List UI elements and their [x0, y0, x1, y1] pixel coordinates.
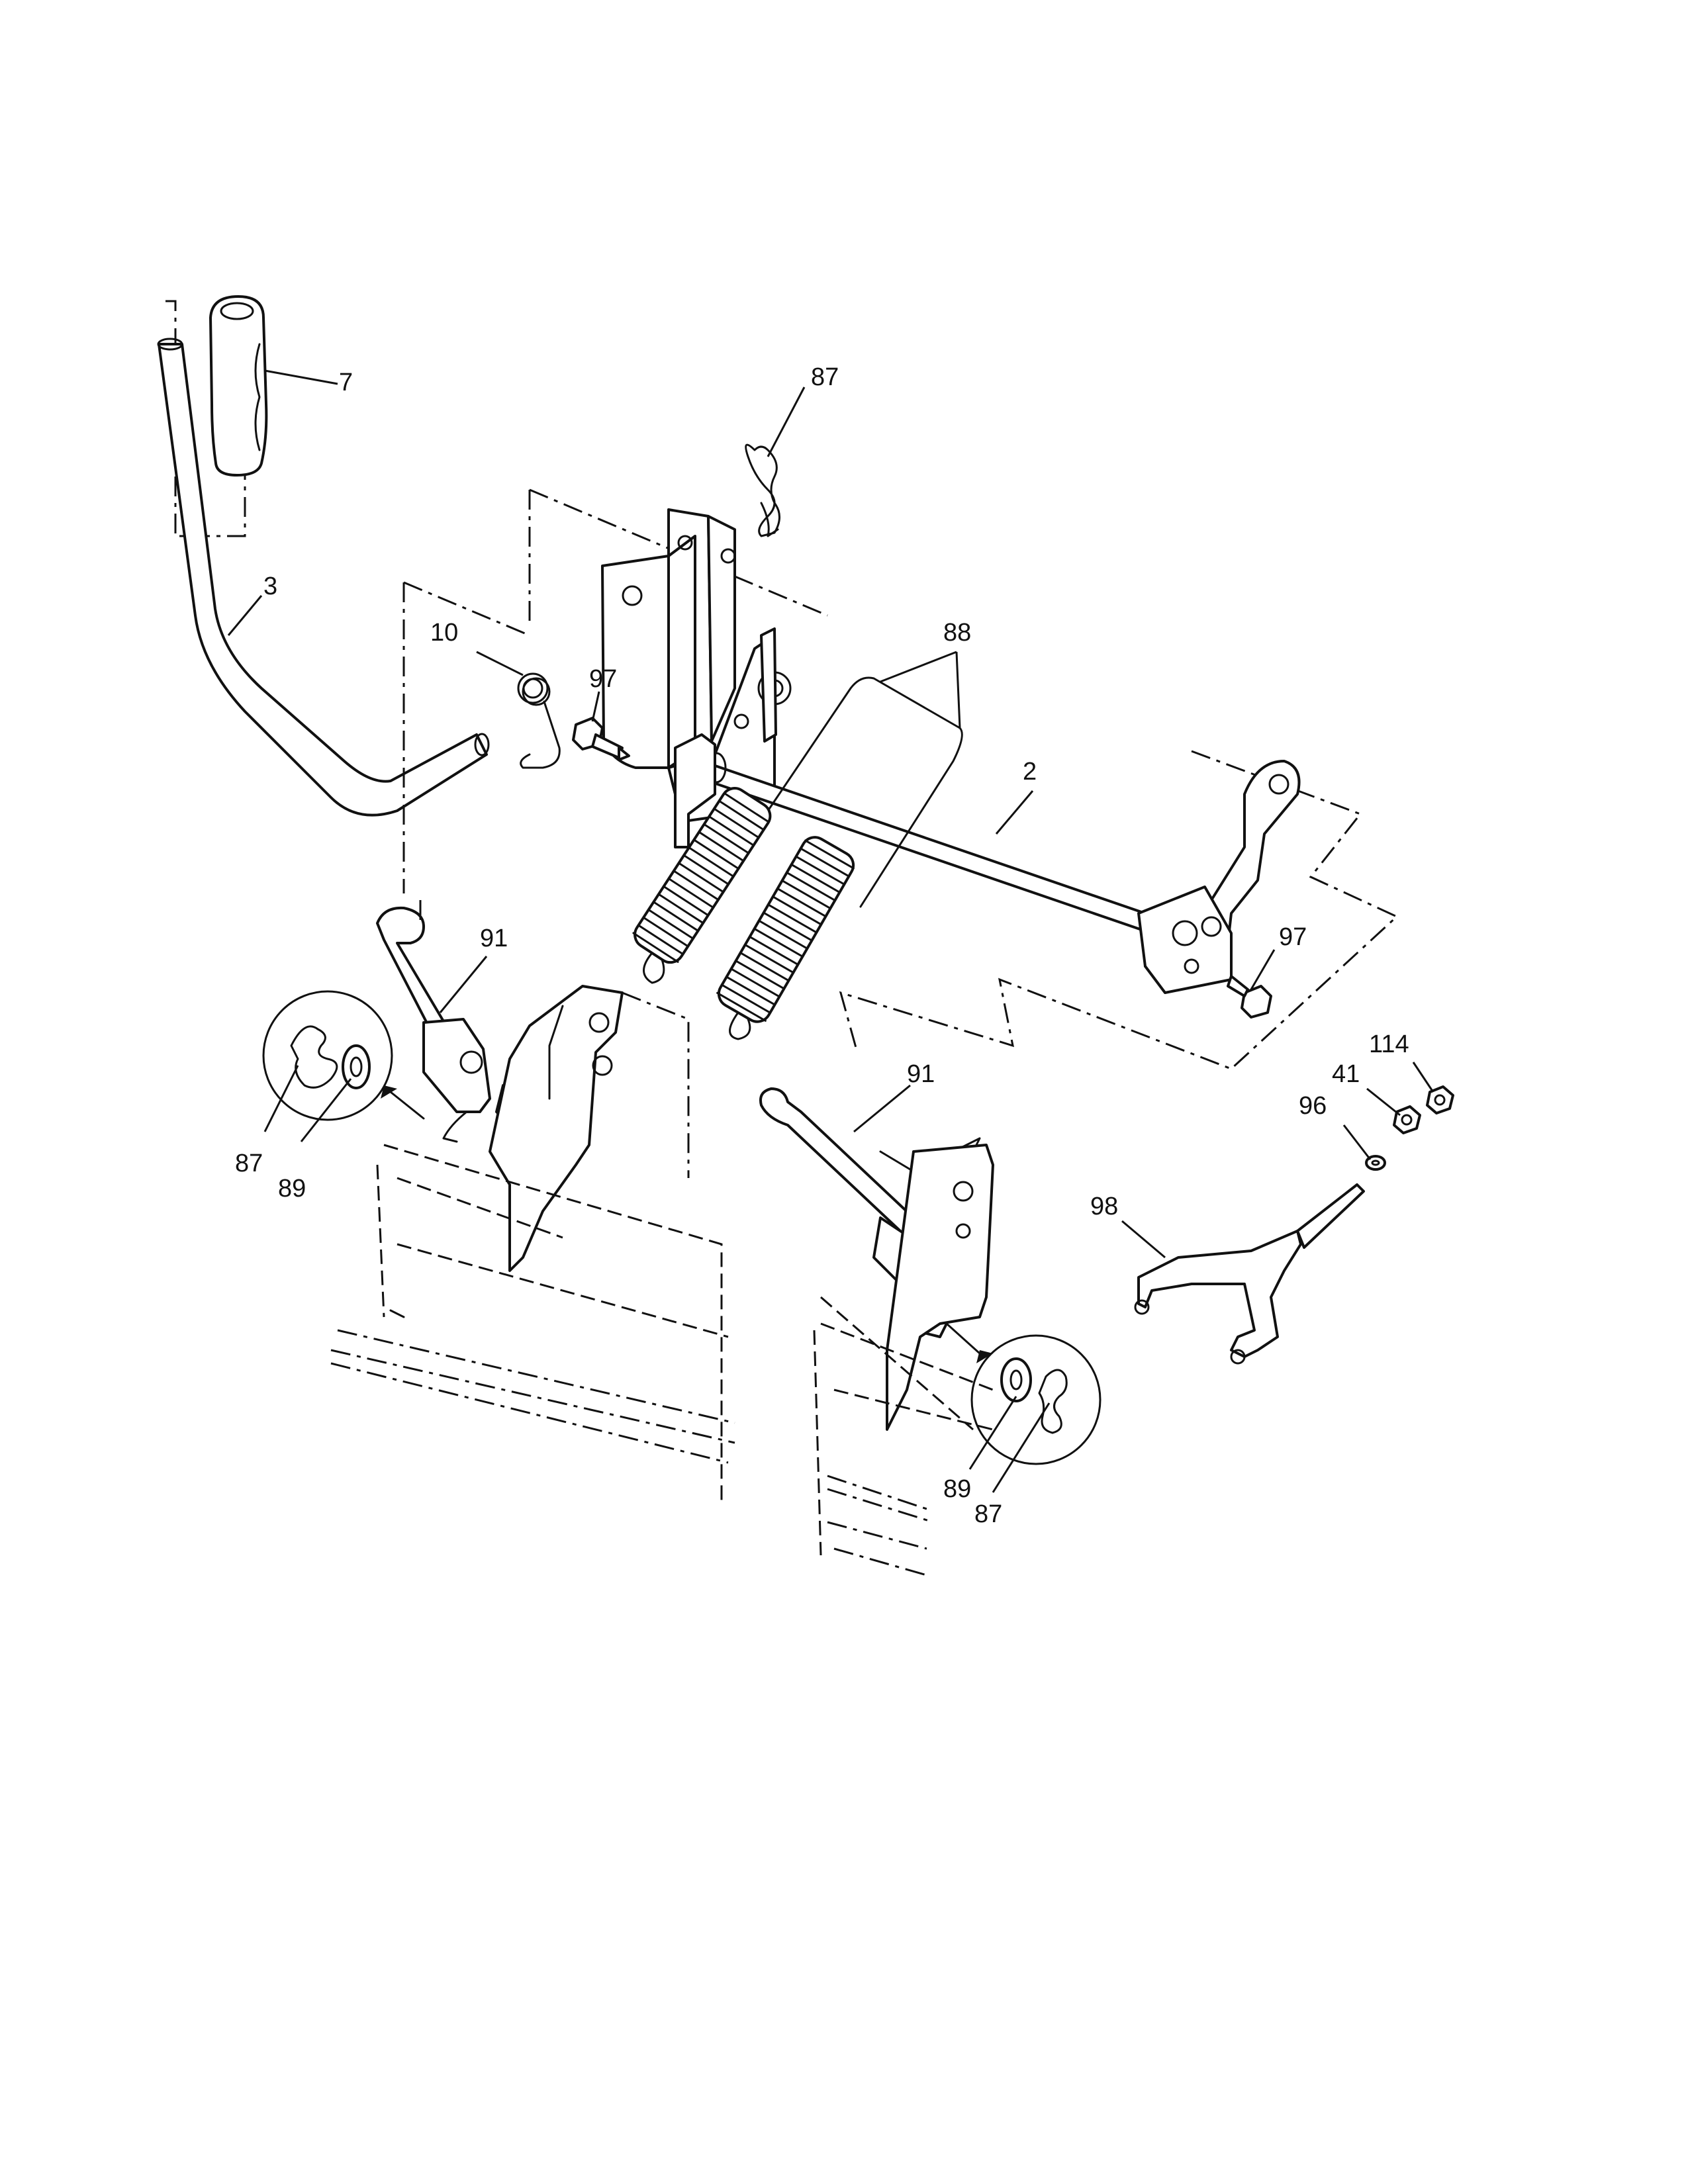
- callout-88: 88: [943, 619, 971, 647]
- nut-part-114: [1426, 1085, 1454, 1115]
- leader-lines: [227, 369, 1434, 1493]
- callout-87-top: 87: [811, 363, 839, 391]
- callout-98: 98: [1090, 1193, 1118, 1220]
- callout-96: 96: [1299, 1092, 1327, 1120]
- callout-97-left: 97: [589, 665, 617, 693]
- left-deck-bracket: [330, 985, 735, 1502]
- bracket-part-98: [1134, 1183, 1365, 1365]
- callout-7: 7: [339, 369, 353, 396]
- torsion-spring-part-10: [402, 581, 561, 893]
- cross-shaft-part-2: [674, 733, 1147, 931]
- callout-87-right: 87: [974, 1500, 1002, 1528]
- hairpin-clip-part-87-top: [745, 443, 780, 537]
- right-deck-bracket: [813, 1144, 994, 1576]
- callout-87-left: 87: [235, 1150, 263, 1177]
- callout-91-left: 91: [480, 925, 508, 952]
- callout-89-left: 89: [278, 1175, 306, 1203]
- callout-10: 10: [430, 619, 458, 647]
- callout-3: 3: [263, 572, 277, 600]
- callout-41: 41: [1332, 1060, 1360, 1088]
- callout-114: 114: [1369, 1030, 1409, 1058]
- detail-inset-left: [262, 990, 425, 1121]
- callout-91-right: 91: [907, 1060, 935, 1088]
- callout-2: 2: [1023, 758, 1037, 786]
- washer-part-96: [1365, 1155, 1386, 1171]
- lift-handle-part-3: [157, 338, 490, 817]
- callout-97-right: 97: [1279, 923, 1307, 951]
- callout-labels: 7 87 3 88 10 97 2 91 97 91 114 41 96 98 …: [235, 363, 1409, 1528]
- nut-part-41: [1393, 1105, 1421, 1134]
- tension-springs-part-88: [632, 676, 963, 1040]
- bolt-part-97-right: [1227, 975, 1272, 1019]
- callout-89-right: 89: [943, 1475, 971, 1503]
- detail-inset-right: [945, 1322, 1102, 1465]
- right-lift-bracket: [839, 750, 1399, 1070]
- handle-grip-part-7: [165, 295, 268, 537]
